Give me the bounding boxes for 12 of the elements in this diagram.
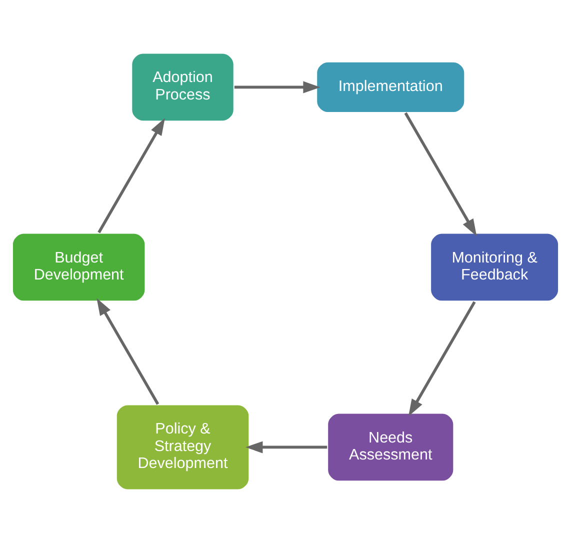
node-box: Monitoring & Feedback	[429, 232, 560, 303]
node-box: Budget Development	[11, 232, 147, 303]
node-box: Needs Assessment	[326, 412, 456, 483]
arrow	[245, 441, 328, 454]
node-box: Adoption Process	[130, 52, 236, 123]
arrow	[404, 112, 477, 236]
arrow	[96, 298, 160, 405]
arrow	[234, 81, 320, 94]
node-box: Implementation	[315, 60, 466, 114]
node-box: Policy & Strategy Development	[114, 403, 251, 492]
arrow	[98, 118, 165, 234]
arrow	[408, 301, 476, 416]
